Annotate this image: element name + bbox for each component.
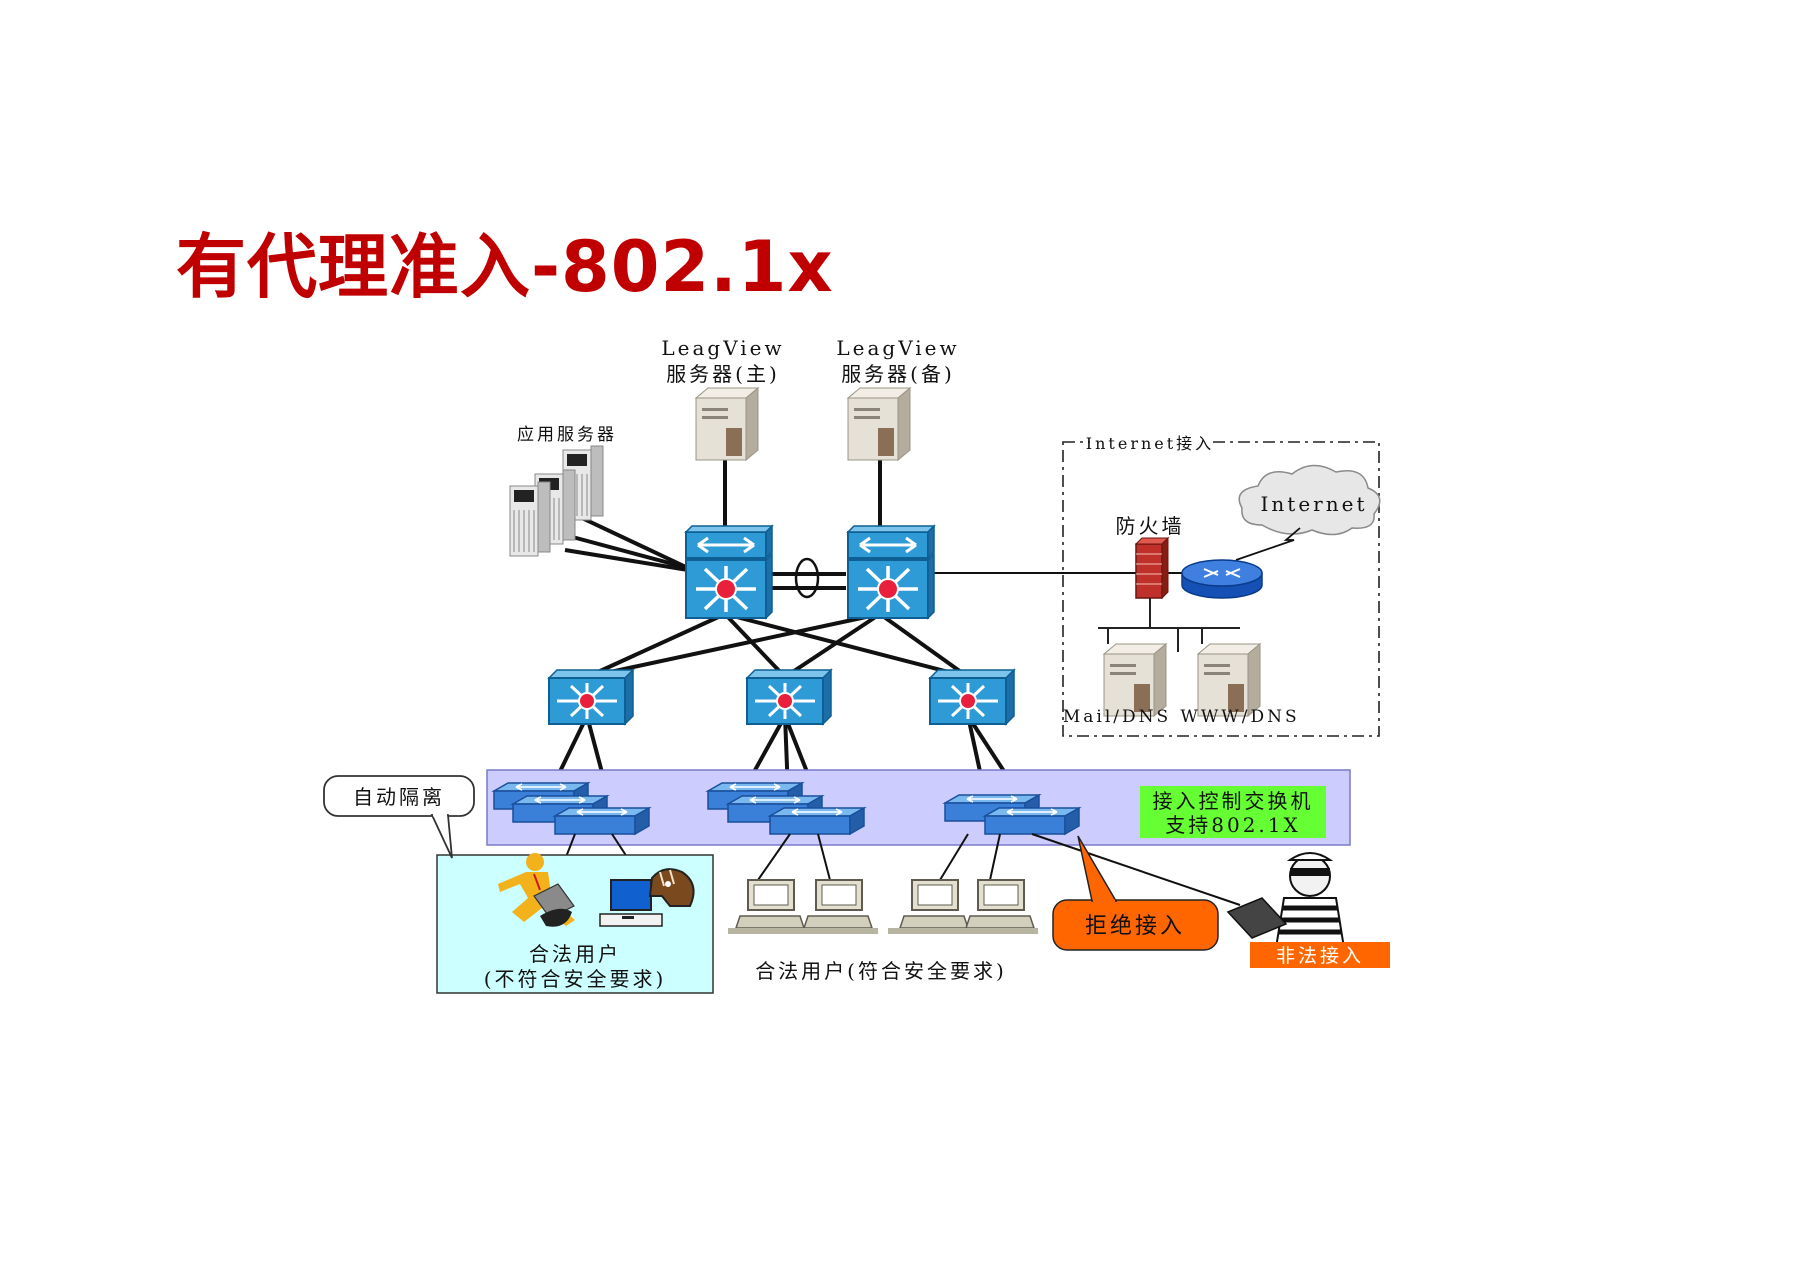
router-icon: [1181, 559, 1263, 599]
internet-cloud-icon: [1238, 464, 1381, 536]
leagview-primary-label-1: LeagView: [661, 336, 784, 360]
noncompliant-user-label-1: 合法用户: [529, 942, 621, 966]
illegal-access-label: 非法接入: [1276, 945, 1364, 967]
internet-zone-label: Internet接入: [1086, 434, 1214, 453]
reject-access-callout: [1052, 835, 1219, 951]
leagview-backup-label-2: 服务器(备): [841, 362, 955, 386]
compliant-users-label: 合法用户(符合安全要求): [755, 959, 1007, 983]
firewall-label: 防火墙: [1116, 514, 1185, 538]
internet-link-icon: [1235, 527, 1301, 561]
intruder-icon: [1226, 852, 1346, 949]
distribution-switch-3: [928, 668, 1016, 726]
internet-cloud-label: Internet: [1261, 492, 1368, 516]
www-dns-label: WWW/DNS: [1180, 707, 1299, 727]
quarantined-pc-icon: [599, 879, 663, 927]
distribution-switch-2: [745, 668, 833, 726]
leagview-primary-server-icon: [695, 387, 759, 461]
noncompliant-user-label-2: (不符合安全要求): [484, 967, 667, 991]
compliant-users-icon: [728, 879, 1038, 934]
core-switch-right: [846, 524, 936, 620]
distribution-switch-1: [547, 668, 635, 726]
auto-isolate-label: 自动隔离: [353, 785, 445, 809]
noncompliant-user-icon: [498, 853, 575, 927]
mail-dns-label: Mail/DNS: [1063, 707, 1171, 727]
dmz-bus: [1098, 598, 1240, 652]
leagview-primary-label-2: 服务器(主): [666, 362, 780, 386]
access-switch-label-bg: [1140, 786, 1326, 838]
illegal-access-label-bg: [1250, 942, 1390, 968]
access-switch-label-2: 支持802.1X: [1165, 813, 1301, 837]
trojan-horse-icon: [648, 868, 695, 907]
network-links: [548, 458, 1185, 811]
mail-dns-server-icon: [1103, 643, 1167, 717]
firewall-icon: [1134, 536, 1170, 600]
page-title: 有代理准入-802.1x: [176, 226, 834, 308]
www-dns-server-icon: [1197, 643, 1261, 717]
internet-zone-box: [1062, 441, 1380, 737]
leagview-backup-server-icon: [847, 387, 911, 461]
reject-access-label: 拒绝接入: [1085, 914, 1185, 939]
core-switch-left: [684, 524, 774, 620]
access-switch-label-1: 接入控制交换机: [1153, 789, 1314, 813]
app-servers-label: 应用服务器: [517, 425, 617, 445]
auto-isolate-callout: [323, 775, 475, 859]
leagview-backup-label-1: LeagView: [836, 336, 959, 360]
